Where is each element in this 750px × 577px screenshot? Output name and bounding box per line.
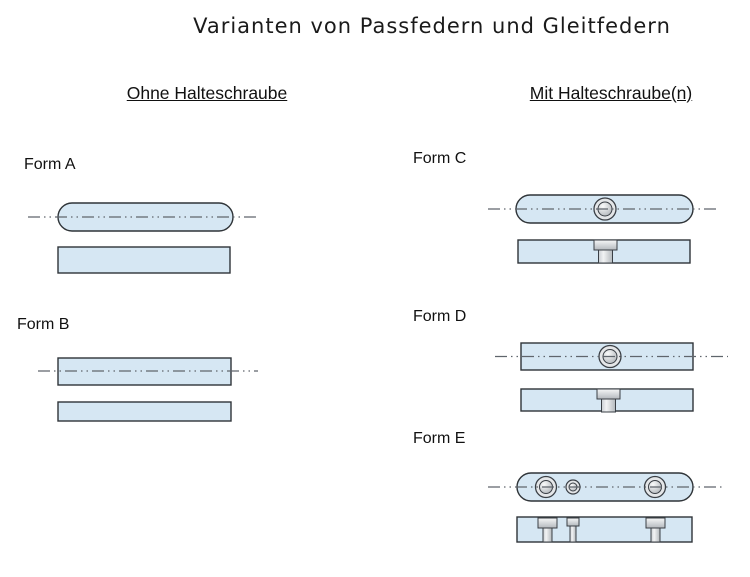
form-b-key-side-view <box>57 401 232 422</box>
form-d-drawing <box>495 342 728 413</box>
form-e-screw-side-view-right <box>645 517 666 543</box>
form-c-label: Form C <box>413 150 467 167</box>
page-title: Varianten von Passfedern und Gleitfedern <box>193 14 671 38</box>
form-e-drawing <box>488 472 722 543</box>
form-a-key-side-view <box>57 246 231 274</box>
form-c-screw-side-view <box>593 239 618 264</box>
form-e-screw-side-view-left <box>537 517 558 543</box>
form-b-label: Form B <box>17 316 70 333</box>
form-e-label: Form E <box>413 430 466 447</box>
form-a-drawing <box>28 202 258 274</box>
form-d-label: Form D <box>413 308 467 325</box>
form-b-drawing <box>38 357 258 422</box>
column-header-with-screw: Mit Halteschraube(n) <box>529 83 693 103</box>
form-e-screw-side-view-middle <box>566 517 580 543</box>
form-c-drawing <box>488 194 718 264</box>
form-a-label: Form A <box>24 156 76 173</box>
column-header-without-screw: Ohne Halteschraube <box>126 83 288 103</box>
form-d-screw-side-view <box>596 388 621 413</box>
